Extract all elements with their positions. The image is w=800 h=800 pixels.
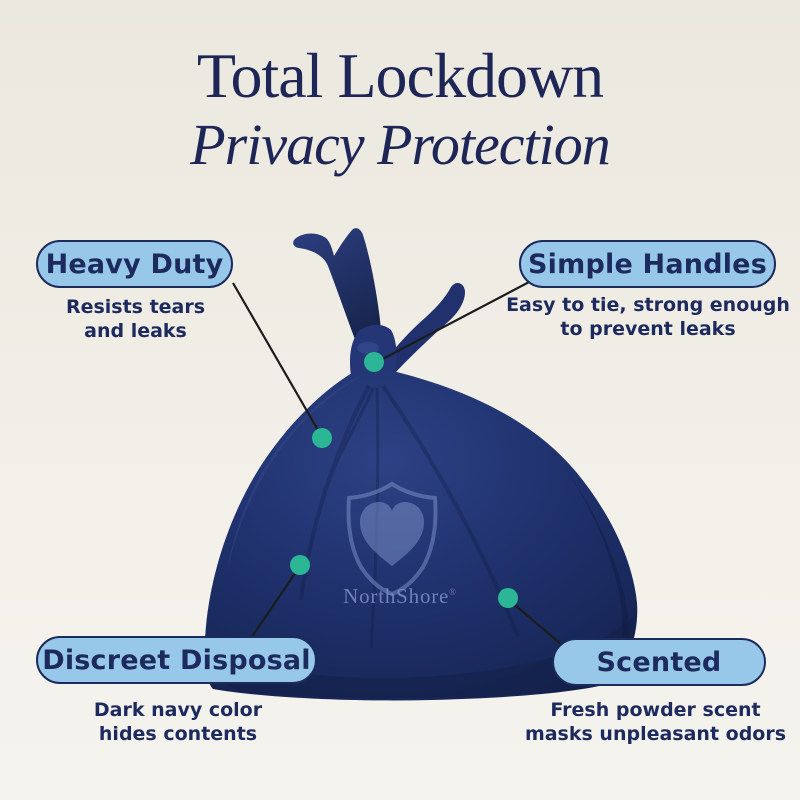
page-title: Total Lockdown (196, 40, 604, 111)
callout-description-scented: Fresh powder scent masks unpleasant odor… (524, 699, 787, 745)
callout-label-scented: Scented (596, 646, 722, 678)
bag-shadow-bottom (206, 612, 637, 699)
callout-pill-heavy-duty: Heavy Duty (36, 240, 233, 288)
registered-trademark-symbol: ® (449, 587, 457, 597)
brand-name: NorthShore (343, 584, 450, 608)
callout-pill-discreet-disposal: Discreet Disposal (36, 636, 317, 684)
callout-label-discreet-disposal: Discreet Disposal (42, 644, 311, 676)
connector-line-heavy-duty (232, 282, 323, 438)
callout-description-heavy-duty: Resists tears and leaks (65, 296, 206, 342)
callout-label-heavy-duty: Heavy Duty (45, 248, 224, 280)
brand-wordmark: NorthShore® (320, 584, 480, 609)
teal-callout-dot-scented (498, 588, 518, 608)
shield-heart-icon (346, 481, 438, 597)
bag-left-tie (293, 228, 382, 350)
connector-line-simple-handles (376, 280, 532, 363)
callout-label-simple-handles: Simple Handles (528, 248, 767, 280)
teal-callout-dot-discreet-disposal (290, 555, 310, 575)
page-subtitle: Privacy Protection (190, 112, 611, 177)
connector-line-discreet-disposal (248, 565, 301, 642)
title-block: Total Lockdown Privacy Protection (0, 44, 800, 174)
callout-description-simple-handles: Easy to tie, strong enough to prevent le… (506, 294, 790, 340)
connector-lines (232, 280, 563, 646)
knot-highlight (357, 342, 379, 354)
teal-callout-dot-heavy-duty (312, 428, 332, 448)
callout-pill-simple-handles: Simple Handles (519, 240, 776, 288)
teal-callout-dot-simple-handles (364, 352, 384, 372)
bag-right-tie (380, 282, 465, 376)
callout-pill-scented: Scented (552, 638, 766, 686)
callout-description-discreet-disposal: Dark navy color hides contents (93, 699, 263, 745)
callout-dots (290, 352, 518, 608)
connector-line-scented (507, 598, 563, 646)
